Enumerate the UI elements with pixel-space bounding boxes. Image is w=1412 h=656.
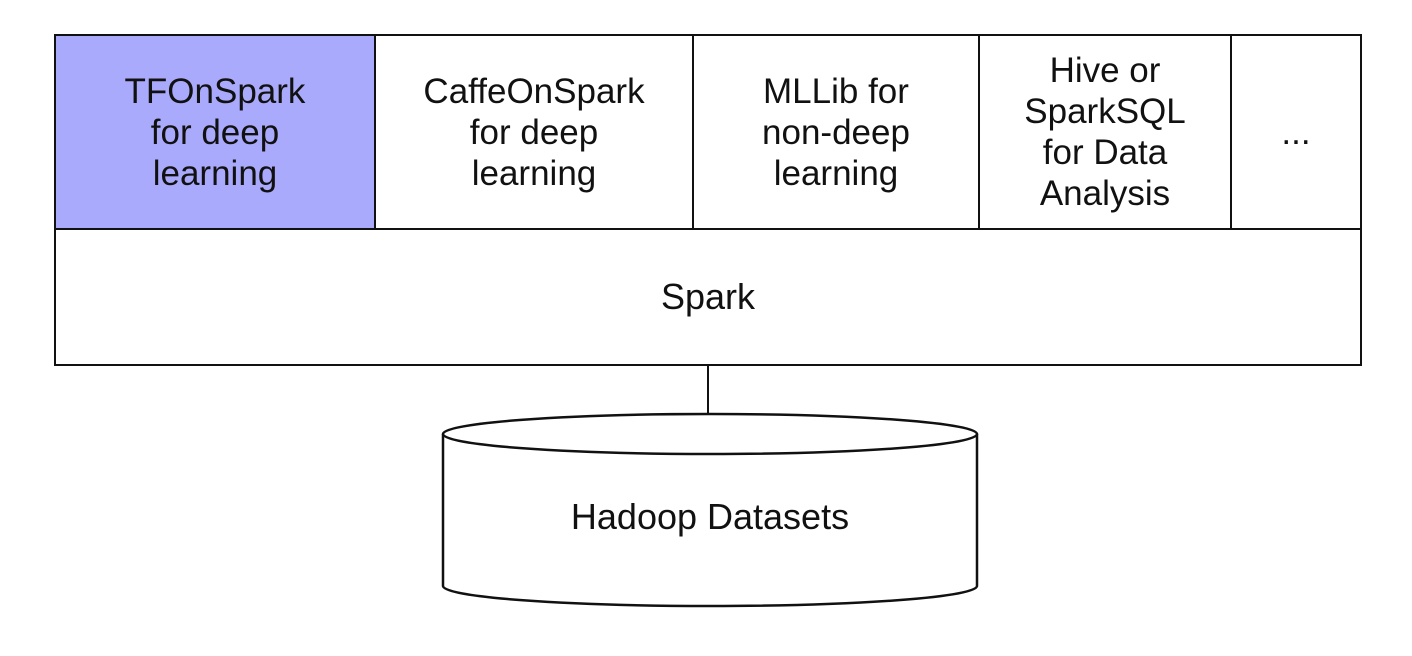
- tfonspark-box: TFOnSpark for deep learning: [56, 36, 376, 228]
- more-frameworks-label: ...: [1281, 112, 1311, 152]
- connector-line: [707, 366, 709, 414]
- more-frameworks-box: ...: [1232, 36, 1360, 228]
- mllib-label: MLLib for non-deep learning: [762, 71, 910, 193]
- caffeonspark-label: CaffeOnSpark for deep learning: [423, 71, 645, 193]
- hadoop-datasets-label: Hadoop Datasets: [570, 496, 850, 537]
- caffeonspark-box: CaffeOnSpark for deep learning: [376, 36, 694, 228]
- hadoop-datasets-cylinder: Hadoop Datasets: [440, 412, 980, 608]
- spark-layer: Spark: [54, 228, 1362, 366]
- tfonspark-label: TFOnSpark for deep learning: [124, 71, 306, 193]
- framework-layer: TFOnSpark for deep learning CaffeOnSpark…: [54, 34, 1362, 230]
- database-cylinder-icon: [441, 412, 979, 608]
- hive-sparksql-label: Hive or SparkSQL for Data Analysis: [1024, 51, 1186, 213]
- mllib-box: MLLib for non-deep learning: [694, 36, 980, 228]
- hive-sparksql-box: Hive or SparkSQL for Data Analysis: [980, 36, 1232, 228]
- spark-label: Spark: [660, 276, 756, 317]
